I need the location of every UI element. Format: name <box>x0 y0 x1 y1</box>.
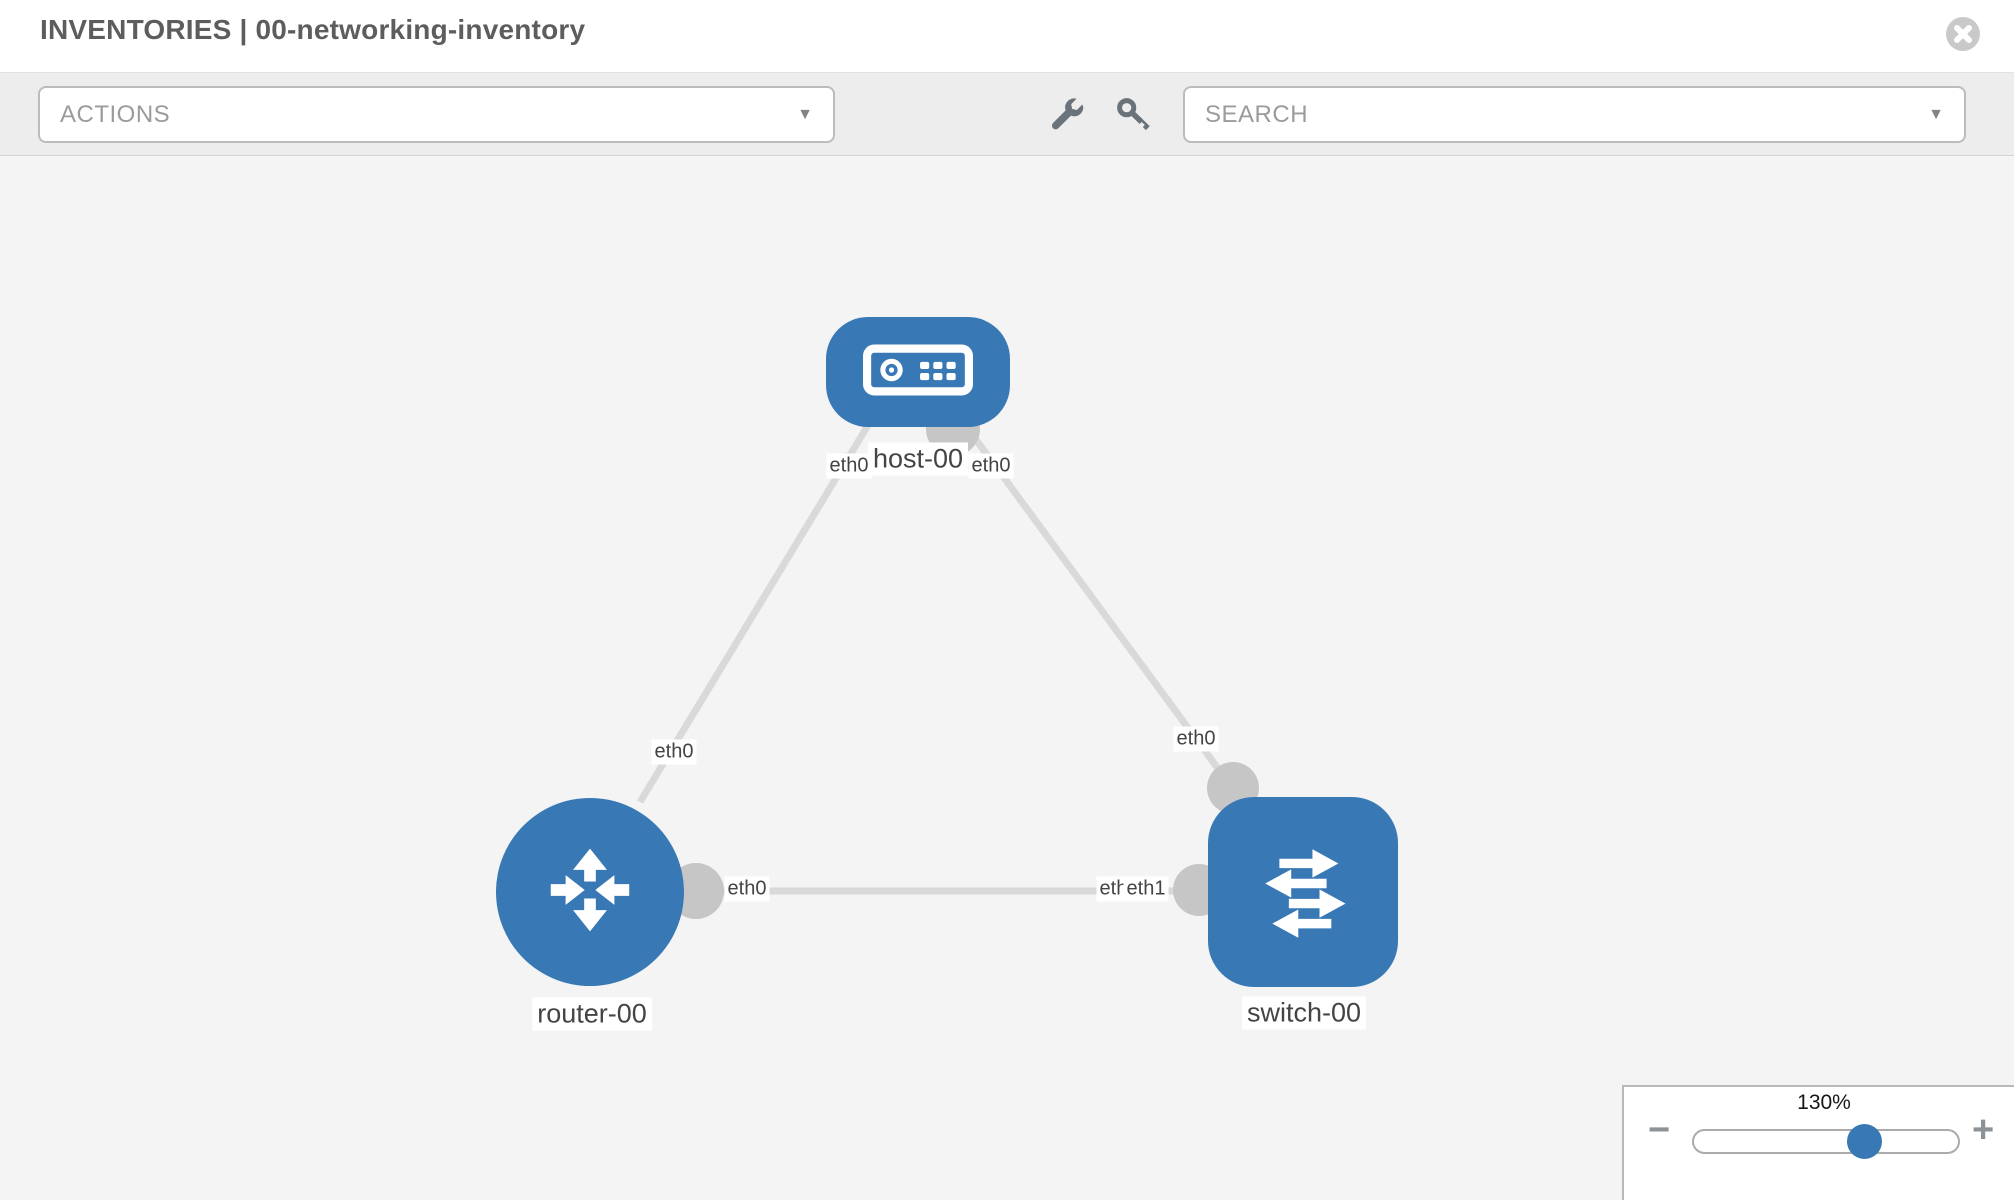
page-title: INVENTORIES | 00-networking-inventory <box>40 14 586 45</box>
search-dropdown-label: SEARCH <box>1205 100 1309 128</box>
header-bar: INVENTORIES | 00-networking-inventory <box>0 0 2014 72</box>
key-icon[interactable] <box>1116 97 1152 133</box>
link-host-router[interactable] <box>637 420 873 804</box>
iface-label-switch-eth0-uplink: eth0 <box>1173 726 1219 752</box>
node-label-host-00: host-00 <box>867 442 969 476</box>
zoom-out-button[interactable]: − <box>1648 1109 1671 1151</box>
close-icon[interactable] <box>1946 17 1980 51</box>
iface-label-router-eth0-uplink: eth0 <box>651 739 697 765</box>
topology-canvas[interactable]: host-00 router-00 switch-00 eth0 eth0 et… <box>0 157 2014 1200</box>
toolbar: ACTIONS ▼ SEARCH ▼ <box>0 72 2014 156</box>
zoom-slider-thumb[interactable] <box>1847 1124 1882 1159</box>
chevron-down-icon: ▼ <box>1928 105 1944 123</box>
zoom-in-button[interactable]: + <box>1972 1109 1995 1151</box>
node-host-00[interactable] <box>826 317 1010 427</box>
zoom-level-value: 130% <box>1797 1091 1851 1114</box>
links-layer <box>637 419 1236 895</box>
node-label-router-00: router-00 <box>532 997 652 1031</box>
zoom-slider-track[interactable] <box>1692 1129 1960 1154</box>
node-switch-00[interactable] <box>1208 797 1398 987</box>
iface-label-switch-eth1: eth1 <box>1123 876 1169 902</box>
iface-label-host-right: eth0 <box>968 453 1014 479</box>
wrench-icon[interactable] <box>1050 97 1086 133</box>
actions-dropdown[interactable]: ACTIONS ▼ <box>38 86 835 143</box>
node-router-00[interactable] <box>496 798 684 986</box>
iface-label-host-left: eth0 <box>826 453 872 479</box>
actions-dropdown-label: ACTIONS <box>60 100 171 128</box>
switch-icon <box>1244 831 1362 954</box>
node-label-switch-00: switch-00 <box>1241 996 1367 1030</box>
iface-label-router-eth0-mid: eth0 <box>724 876 770 902</box>
chevron-down-icon: ▼ <box>797 105 813 123</box>
search-dropdown[interactable]: SEARCH ▼ <box>1183 86 1966 143</box>
zoom-control-panel: 130% − + <box>1622 1085 2014 1200</box>
host-icon <box>862 343 974 402</box>
router-icon <box>537 837 643 948</box>
